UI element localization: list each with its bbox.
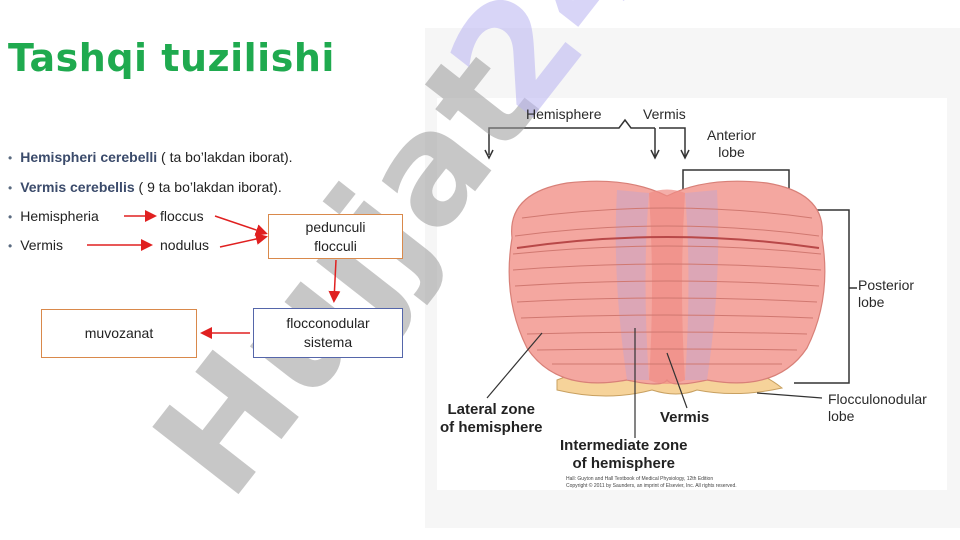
- label-vermis-bottom: Vermis: [660, 409, 710, 426]
- bullet-vermis: •Vermis cerebellis ( 9 ta bo’lakdan ibor…: [8, 179, 282, 195]
- bullet-hemispheri: •Hemispheri cerebelli ( ta bo’lakdan ibo…: [8, 149, 293, 165]
- folia-lines: [512, 207, 822, 365]
- label-hemisphere-top: Hemisphere: [526, 106, 602, 122]
- bullet-hemispheria: •Hemispheria: [8, 208, 99, 224]
- figure-credit: Hall: Guyton and Hall Textbook of Medica…: [566, 476, 737, 489]
- box-muvozanat: muvozanat: [41, 309, 197, 358]
- label-vermis-top: Vermis: [643, 106, 686, 122]
- bullet-bold: Vermis cerebellis: [20, 179, 135, 195]
- bullet-text: ( ta bo’lakdan iborat).: [157, 149, 293, 165]
- primary-fissure: [516, 236, 820, 249]
- label-nodulus: nodulus: [160, 237, 210, 253]
- slide-title: Tashqi tuzilishi: [8, 36, 335, 80]
- cerebellum-diagram: [484, 118, 857, 438]
- pointer-lines: [486, 328, 823, 438]
- label-floccus: floccus: [160, 208, 204, 224]
- bullet-bold: Hemispheri cerebelli: [20, 149, 158, 165]
- bracket-lines: [484, 118, 857, 384]
- bullet-text: ( 9 ta bo’lakdan iborat).: [134, 179, 282, 195]
- bullet-vermis-nodulus: •Vermis: [8, 237, 63, 253]
